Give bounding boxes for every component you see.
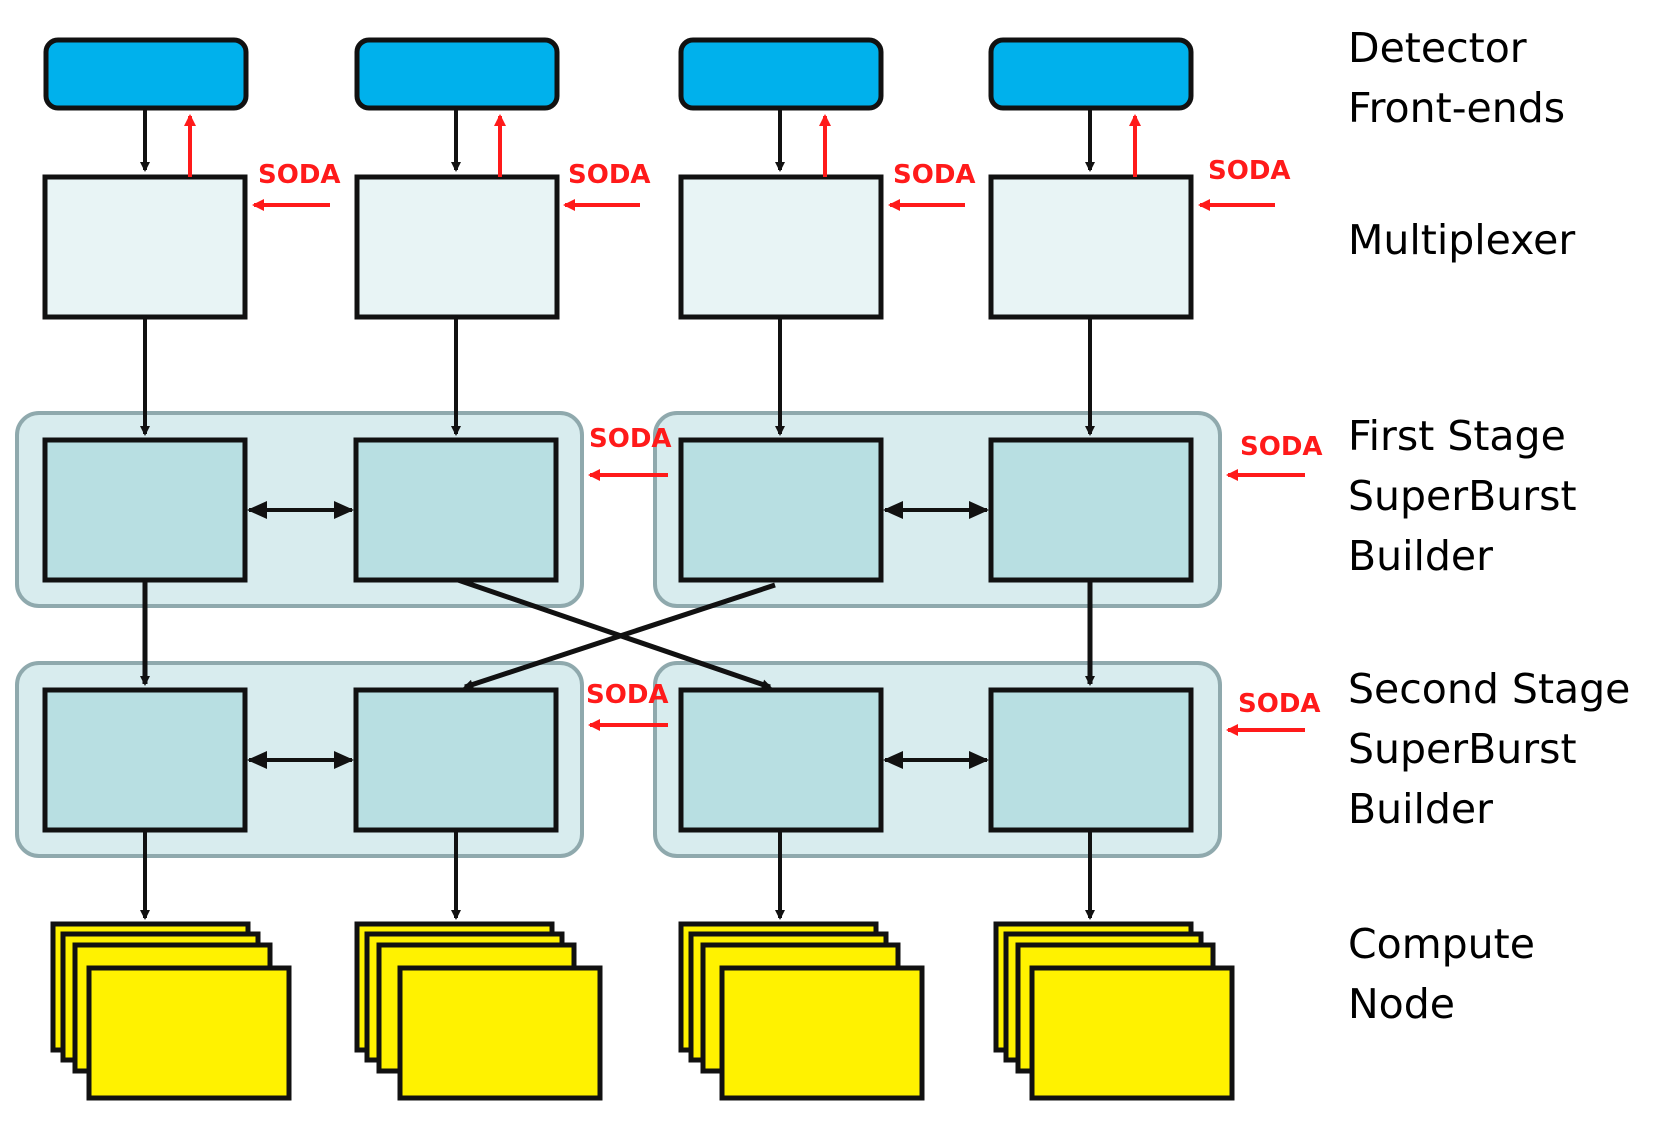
soda-label: SODA [568, 160, 651, 190]
multiplexer-box [678, 174, 884, 320]
first-stage-box [988, 437, 1194, 583]
frontend-box [988, 37, 1194, 111]
label-compute-node: Compute Node [1348, 920, 1548, 1028]
soda-label: SODA [1240, 432, 1323, 462]
compute-node-stack [50, 921, 292, 1101]
first-stage-row [42, 437, 1194, 583]
soda-label: SODA [589, 424, 672, 454]
multiplexer-box [42, 174, 248, 320]
compute-node-stack [993, 921, 1235, 1101]
second-stage-box [42, 687, 248, 833]
soda-up-arrows [184, 114, 1141, 177]
first-stage-box [353, 437, 559, 583]
soda-label: SODA [893, 160, 976, 190]
frontend-row [43, 37, 1194, 111]
soda-label: SODA [1208, 156, 1291, 186]
soda-label: SODA [586, 680, 669, 710]
multiplexer-box [988, 174, 1194, 320]
frontend-box [354, 37, 560, 111]
multiplexer-box [354, 174, 560, 320]
label-second-stage: Second Stage SuperBurst Builder [1348, 665, 1643, 833]
first-to-second-stage-arrows [140, 577, 1095, 690]
second-stage-to-compute-arrows [140, 830, 1095, 920]
frontend-box [678, 37, 884, 111]
second-stage-row [42, 687, 1194, 833]
label-detector-frontends: Detector Front-ends [1348, 24, 1565, 132]
frontend-box [43, 37, 249, 111]
compute-node-stack [678, 921, 925, 1101]
first-stage-box [678, 437, 884, 583]
first-stage-box [42, 437, 248, 583]
label-first-stage: First Stage SuperBurst Builder [1348, 412, 1590, 580]
second-stage-box [678, 687, 884, 833]
compute-node-stack [354, 921, 603, 1101]
soda-labels: SODA SODA SODA SODA SODA SODA SODA SODA [258, 156, 1323, 719]
stage-labels: Detector Front-ends Multiplexer First St… [1348, 24, 1643, 1028]
multiplexer-row [42, 174, 1194, 320]
second-stage-box [353, 687, 559, 833]
bidirectional-arrows [247, 501, 989, 769]
soda-label: SODA [258, 160, 341, 190]
soda-label: SODA [1238, 689, 1321, 719]
soda-left-arrows [252, 199, 1305, 736]
mux-to-first-stage-arrows [140, 317, 1095, 436]
second-stage-box [988, 687, 1194, 833]
frontend-to-mux-arrows [140, 108, 1095, 172]
label-multiplexer: Multiplexer [1348, 216, 1575, 264]
